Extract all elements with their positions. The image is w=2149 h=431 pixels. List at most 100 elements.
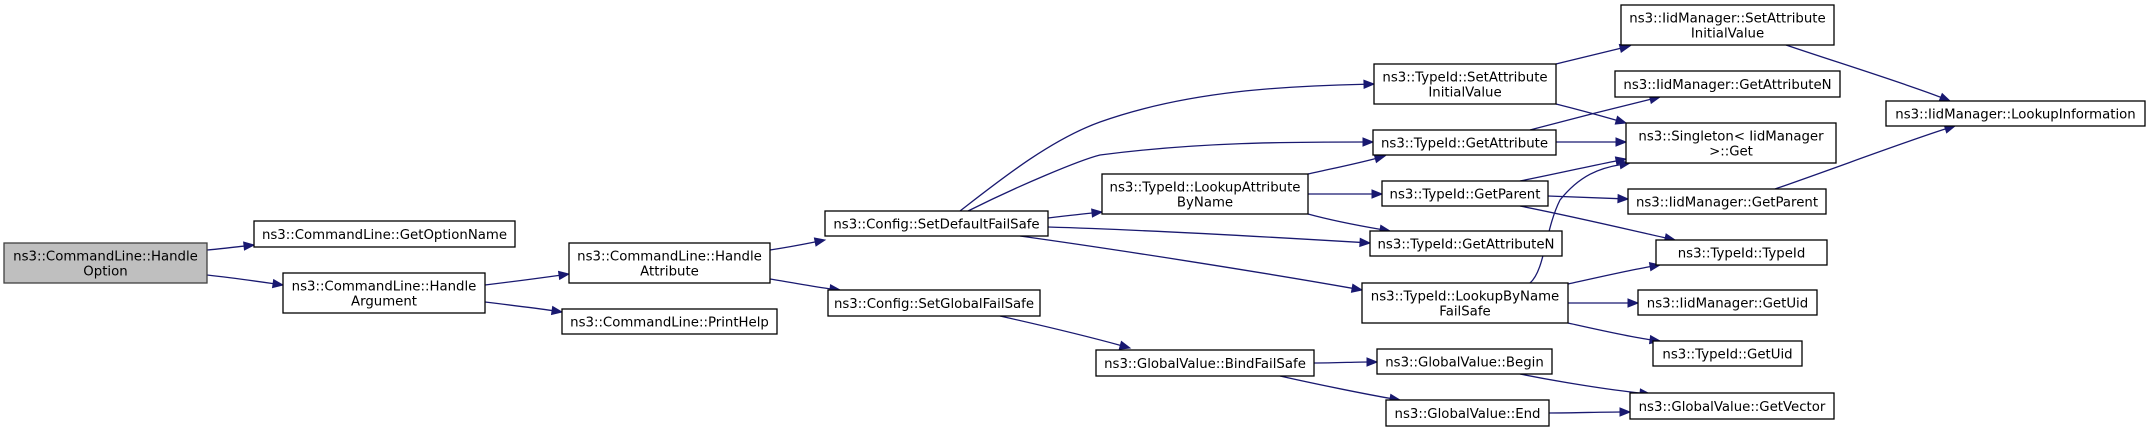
node-box[interactable] bbox=[253, 220, 516, 248]
node-get-option-name[interactable]: ns3::CommandLine::GetOptionName bbox=[253, 220, 516, 248]
node-label: InitialValue bbox=[1691, 27, 1764, 42]
node-iid-lookup-information[interactable]: ns3::IidManager::LookupInformation bbox=[1885, 100, 2146, 127]
node-box[interactable] bbox=[1655, 239, 1828, 266]
node-box[interactable] bbox=[824, 210, 1049, 237]
nodes-layer: ns3::CommandLine::HandleOptionns3::Comma… bbox=[3, 4, 2146, 427]
node-box[interactable] bbox=[1627, 188, 1827, 215]
edge-line bbox=[1529, 98, 1652, 131]
node-box[interactable] bbox=[1629, 392, 1835, 420]
edge-line bbox=[1785, 44, 1942, 99]
edge-line bbox=[967, 141, 1365, 212]
edge-set-default-failsafe-to-lookup-attribute-by-name bbox=[1047, 208, 1104, 219]
node-label: Argument bbox=[351, 295, 417, 310]
edge-handle-option-to-handle-argument bbox=[206, 274, 285, 289]
node-typeid-get-uid[interactable]: ns3::TypeId::GetUid bbox=[1652, 340, 1803, 367]
edge-line bbox=[1307, 213, 1382, 231]
node-label: ns3::IidManager::GetAttributeN bbox=[1623, 78, 1831, 93]
arrowhead-icon bbox=[1627, 298, 1640, 308]
node-box[interactable] bbox=[1373, 63, 1557, 105]
arrowhead-icon bbox=[1350, 283, 1364, 293]
node-singleton-get[interactable]: ns3::Singleton< IidManager>::Get bbox=[1625, 122, 1837, 164]
node-box[interactable] bbox=[1095, 349, 1315, 377]
arrowhead-icon bbox=[1359, 237, 1372, 248]
node-iid-set-attr-initial[interactable]: ns3::IidManager::SetAttributeInitialValu… bbox=[1620, 4, 1835, 46]
node-box[interactable] bbox=[561, 308, 778, 335]
edge-line bbox=[1019, 235, 1354, 290]
node-box[interactable] bbox=[1101, 173, 1309, 215]
node-box[interactable] bbox=[1372, 129, 1557, 156]
node-box[interactable] bbox=[1620, 4, 1835, 46]
node-typeid-typeid[interactable]: ns3::TypeId::TypeId bbox=[1655, 239, 1828, 266]
edge-set-default-failsafe-to-typeid-set-attr-initial bbox=[959, 79, 1376, 212]
node-label: ns3::GlobalValue::Begin bbox=[1385, 356, 1544, 371]
edge-typeid-set-attr-initial-to-iid-set-attr-initial bbox=[1555, 43, 1632, 65]
node-gv-get-vector[interactable]: ns3::GlobalValue::GetVector bbox=[1629, 392, 1835, 420]
edge-line bbox=[1529, 163, 1622, 284]
arrowhead-icon bbox=[1371, 189, 1384, 199]
node-set-default-failsafe[interactable]: ns3::Config::SetDefaultFailSafe bbox=[824, 210, 1049, 237]
node-iid-get-uid[interactable]: ns3::IidManager::GetUid bbox=[1637, 289, 1818, 316]
edge-line bbox=[1047, 212, 1094, 219]
node-label: ns3::Singleton< IidManager bbox=[1638, 130, 1824, 145]
edge-line bbox=[1519, 205, 1667, 239]
edge-line bbox=[1555, 47, 1622, 65]
node-label: ns3::IidManager::GetParent bbox=[1636, 196, 1818, 211]
arrowhead-icon bbox=[1373, 154, 1387, 164]
node-box[interactable] bbox=[1625, 122, 1837, 164]
node-box[interactable] bbox=[1637, 289, 1818, 316]
arrowhead-icon bbox=[1118, 340, 1132, 350]
node-label: ns3::TypeId::GetAttributeN bbox=[1378, 238, 1555, 253]
node-gv-end[interactable]: ns3::GlobalValue::End bbox=[1385, 399, 1550, 427]
arrowhead-icon bbox=[1619, 407, 1632, 417]
node-iid-get-parent[interactable]: ns3::IidManager::GetParent bbox=[1627, 188, 1827, 215]
edge-typeid-set-attr-initial-to-singleton-get bbox=[1555, 103, 1628, 125]
arrowhead-icon bbox=[1363, 79, 1376, 89]
edge-lookup-by-name-failsafe-to-iid-get-uid bbox=[1568, 298, 1640, 308]
node-box[interactable] bbox=[1376, 348, 1553, 375]
edge-line bbox=[1567, 322, 1652, 341]
node-typeid-get-attribute-n[interactable]: ns3::TypeId::GetAttributeN bbox=[1369, 230, 1563, 257]
edge-lookup-attribute-by-name-to-typeid-get-parent bbox=[1307, 189, 1384, 199]
node-label: ns3::TypeId::SetAttribute bbox=[1382, 71, 1547, 86]
edge-bind-failsafe-to-gv-end bbox=[1279, 375, 1402, 403]
node-label: >::Get bbox=[1709, 145, 1753, 160]
node-label: ns3::GlobalValue::BindFailSafe bbox=[1104, 357, 1306, 372]
node-box[interactable] bbox=[282, 272, 486, 314]
node-typeid-get-attribute[interactable]: ns3::TypeId::GetAttribute bbox=[1372, 129, 1557, 156]
node-box[interactable] bbox=[3, 242, 208, 284]
node-box[interactable] bbox=[1614, 70, 1841, 98]
arrowhead-icon bbox=[1938, 92, 1952, 102]
node-box[interactable] bbox=[1385, 399, 1550, 427]
node-box[interactable] bbox=[1652, 340, 1803, 367]
node-box[interactable] bbox=[1361, 282, 1569, 324]
arrowhead-icon bbox=[1617, 193, 1630, 204]
node-typeid-get-parent[interactable]: ns3::TypeId::GetParent bbox=[1381, 180, 1549, 207]
node-box[interactable] bbox=[568, 242, 771, 284]
arrowhead-icon bbox=[1614, 115, 1628, 125]
node-box[interactable] bbox=[827, 289, 1041, 317]
edge-line bbox=[999, 315, 1122, 347]
node-iid-get-attribute-n[interactable]: ns3::IidManager::GetAttributeN bbox=[1614, 70, 1841, 98]
node-print-help[interactable]: ns3::CommandLine::PrintHelp bbox=[561, 308, 778, 335]
node-bind-failsafe[interactable]: ns3::GlobalValue::BindFailSafe bbox=[1095, 349, 1315, 377]
edge-line bbox=[1307, 157, 1377, 175]
node-label: ns3::CommandLine::Handle bbox=[292, 280, 477, 295]
node-label: FailSafe bbox=[1439, 305, 1490, 320]
node-box[interactable] bbox=[1369, 230, 1563, 257]
edge-typeid-get-parent-to-iid-get-parent bbox=[1547, 193, 1630, 204]
node-set-global-failsafe[interactable]: ns3::Config::SetGlobalFailSafe bbox=[827, 289, 1041, 317]
edge-line bbox=[484, 274, 561, 286]
edge-handle-attribute-to-set-default-failsafe bbox=[769, 237, 827, 251]
edge-line bbox=[1313, 361, 1369, 364]
node-label: ByName bbox=[1177, 196, 1233, 211]
node-box[interactable] bbox=[1885, 100, 2146, 127]
node-gv-begin[interactable]: ns3::GlobalValue::Begin bbox=[1376, 348, 1553, 375]
node-box[interactable] bbox=[1381, 180, 1549, 207]
